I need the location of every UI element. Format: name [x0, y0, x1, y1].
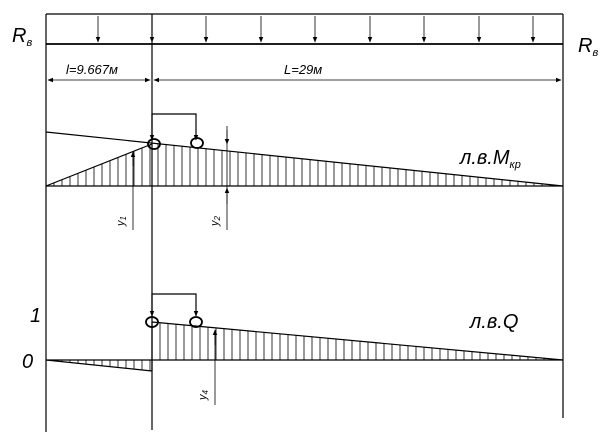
moment-influence-line: y1 y2 л.в.Мкр: [45, 113, 564, 230]
tick-zero-label: 0: [22, 351, 33, 373]
moment-upper-line: [45, 131, 564, 187]
shear-hatching: [61, 322, 553, 371]
shear-influence-line: y4 1 0 л.в.Q: [22, 293, 564, 405]
tick-one-label: 1: [30, 305, 41, 327]
moment-line-label: л.в.Мкр: [459, 147, 521, 171]
dimension-lines: l=9.667м L=29м: [47, 62, 562, 83]
moment-wheel-1: [147, 138, 161, 150]
shear-line-label: л.в.Q: [469, 311, 518, 333]
distributed-load: [46, 13, 563, 45]
load-arrows: [95, 16, 536, 43]
y2-label: y2: [209, 216, 222, 228]
left-reaction-label: Rв: [12, 25, 32, 49]
moment-hatching: [53, 143, 551, 186]
y1-label: y1: [115, 216, 128, 227]
shear-positive-line: [151, 321, 564, 361]
moment-load-frame: [151, 113, 197, 138]
moment-left-line: [45, 143, 153, 187]
moment-wheel-2: [190, 137, 204, 149]
shear-wheel-1: [145, 316, 159, 328]
y4-label: y4: [197, 390, 210, 402]
shear-negative-line: [45, 359, 153, 372]
right-reaction-label: Rв: [578, 35, 598, 59]
span-short-label: l=9.667м: [66, 62, 118, 77]
shear-load-frame: [151, 293, 197, 316]
span-long-label: L=29м: [284, 62, 322, 77]
shear-wheel-2: [189, 316, 203, 328]
